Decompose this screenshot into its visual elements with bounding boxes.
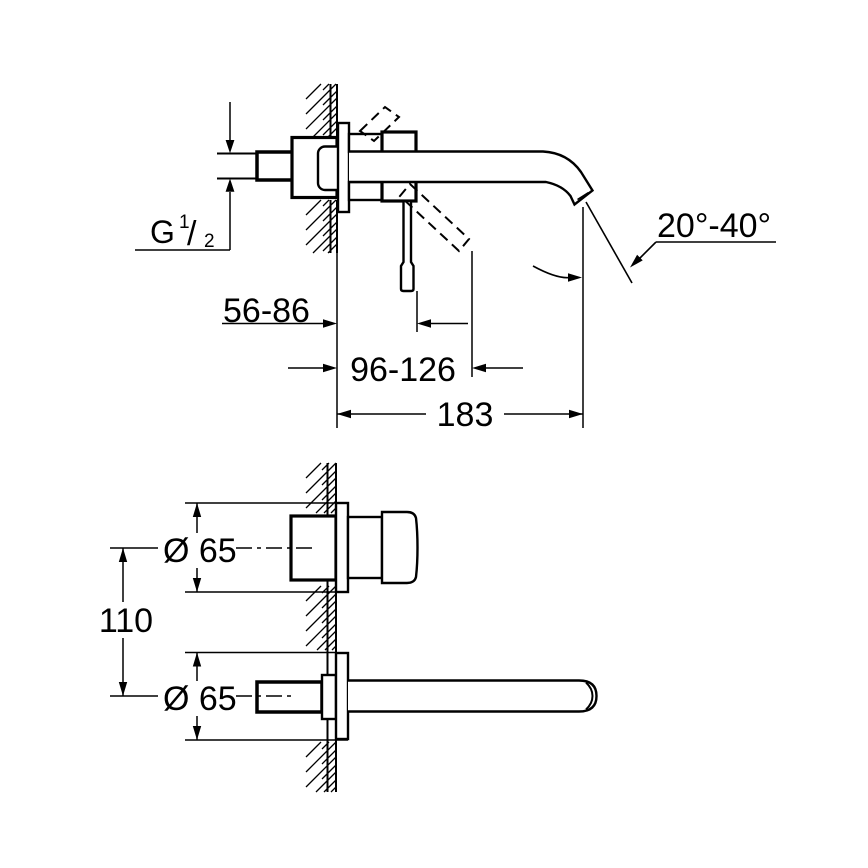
spout-escutcheon <box>334 651 350 741</box>
dim-183-lines <box>337 207 584 428</box>
side-view: G 1 / 2 56-86 96-126 183 <box>135 83 776 434</box>
dim-d65-bottom-label: Ø 65 <box>163 680 237 718</box>
spout-side <box>349 150 595 207</box>
lever-ghost-raised <box>358 105 401 143</box>
dim-56-86-label: 56-86 <box>223 292 310 330</box>
spout-outlet-inner-line <box>577 191 589 201</box>
handle-knob <box>380 510 419 585</box>
dim-183-label: 183 <box>437 396 494 434</box>
dim-handle-escutcheon: Ø 65 <box>163 502 336 593</box>
dim-56-86-lines <box>222 291 468 332</box>
dim-d65-top-label: Ø 65 <box>163 532 237 570</box>
dim-angle-label: 20°-40° <box>657 207 771 245</box>
dim-110-label: 110 <box>99 602 153 640</box>
spout-supply-pipe <box>255 680 324 714</box>
thread-label-denominator: 2 <box>204 231 215 252</box>
spout-collar <box>320 673 338 721</box>
dim-spout-escutcheon: Ø 65 <box>163 651 348 741</box>
handle-stem <box>346 515 384 580</box>
dim-d65-top-lines <box>185 502 336 593</box>
escutcheon-side <box>336 121 351 214</box>
thread-arrow-lines <box>135 102 231 251</box>
thread-label-numerator: 1 <box>179 212 190 233</box>
supply-pipe <box>217 152 257 180</box>
wall-hatch-front <box>305 462 337 793</box>
dim-96-126-lines <box>288 251 523 377</box>
spout-front <box>348 679 598 713</box>
thread-label-slash: / <box>187 215 197 253</box>
dim-spout-projection: 183 <box>337 207 584 434</box>
dim-d65-bottom-lines <box>185 651 348 741</box>
thread-annotation: G 1 / 2 <box>135 102 235 253</box>
front-view: Ø 65 110 Ø 65 <box>99 462 598 793</box>
dim-center-distance: 110 <box>99 547 158 697</box>
wall-section-lines-side <box>329 84 338 253</box>
dim-110-lines <box>110 547 158 697</box>
spout-angle-annotation: 20°-40° <box>532 201 776 284</box>
lever-handle <box>399 199 415 293</box>
spout-base-bottom <box>347 180 384 202</box>
dim-wall-to-lever-open: 96-126 <box>288 251 523 389</box>
angle-leader-line <box>639 241 776 259</box>
angle-arc-arrowhead <box>568 273 582 282</box>
thread-arrowheads <box>225 140 235 192</box>
dim-wall-to-lever: 56-86 <box>222 291 468 332</box>
spout-end-inner-arc <box>585 681 594 711</box>
lever-ghost-open <box>398 182 471 253</box>
handle-escutcheon <box>334 501 350 594</box>
angle-leader-arrowhead <box>630 254 643 268</box>
angle-stream-line <box>585 201 633 284</box>
dim-96-126-label: 96-126 <box>350 351 456 389</box>
angle-arc <box>532 265 570 279</box>
thread-label-letter: G <box>150 214 175 250</box>
wall-section-lines-front <box>326 463 337 792</box>
dim-56-86-arrows <box>323 319 431 328</box>
